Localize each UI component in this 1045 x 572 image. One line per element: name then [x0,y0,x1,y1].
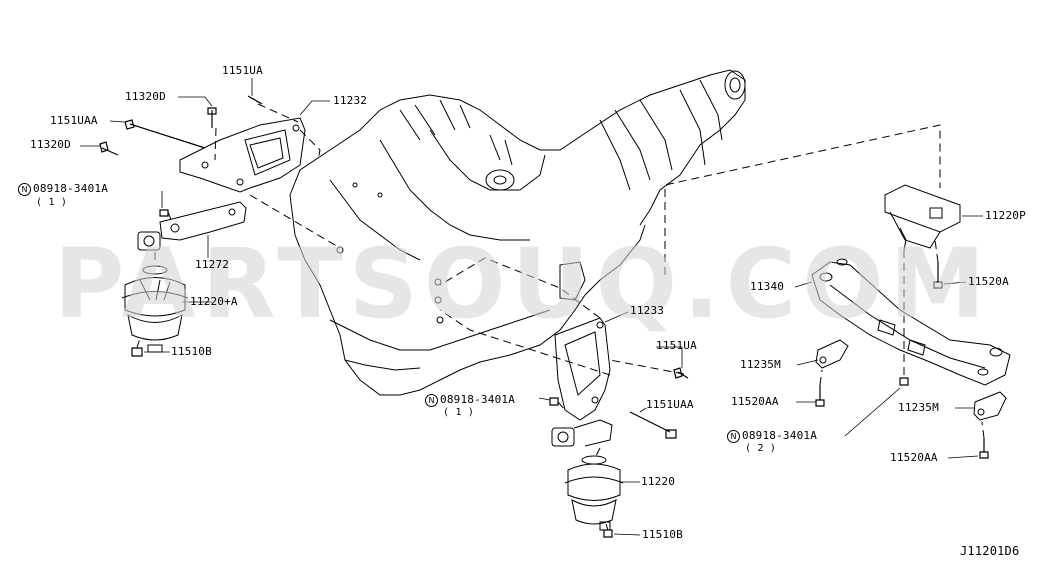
label-11520A: 11520A [968,275,1009,288]
label-08918-3401A-a-qty: ( 1 ) [36,197,68,208]
bracket-11233 [551,317,613,447]
label-11232: 11232 [333,94,368,107]
label-1151UA-top: 1151UA [222,64,263,77]
figure-code: J11201D6 [960,544,1020,558]
crossmember-11340 [811,258,1011,386]
label-08918-3401A-c: 08918-3401A [742,429,818,442]
bracket-11272 [137,201,247,251]
label-11510B-b: 11510B [642,528,683,541]
bracket-11235M-pair [815,339,1007,421]
n-badge-c: N [727,430,740,443]
label-11520AA-a: 11520AA [731,395,779,408]
label-1151UAA-mid: 1151UAA [646,398,694,411]
label-11320D-b: 11320D [30,138,71,151]
engine-transmission-assembly [289,69,746,396]
label-11235M-a: 11235M [740,358,781,371]
fasteners [99,95,989,538]
label-08918-3401A-c-qty: ( 2 ) [745,443,777,454]
label-11235M-b: 11235M [898,401,939,414]
label-08918-3401A-a: 08918-3401A [33,182,109,195]
n-badge-a: N [18,183,31,196]
leader-lines [80,78,983,536]
engine-mount-right [564,455,624,531]
label-11520AA-b: 11520AA [890,451,938,464]
label-11220: 11220 [641,475,676,488]
engine-mount-left [121,265,189,353]
label-11340: 11340 [750,280,785,293]
bracket-11232 [179,117,306,193]
rear-mount-11220P [884,184,961,251]
n-badge-b: N [425,394,438,407]
label-11320D-a: 11320D [125,90,166,103]
label-11220P: 11220P [985,209,1026,222]
label-11272: 11272 [195,258,230,271]
label-11220-plus-A: 11220+A [190,295,238,308]
label-11233: 11233 [630,304,665,317]
label-08918-3401A-b-qty: ( 1 ) [443,407,475,418]
label-08918-3401A-b: 08918-3401A [440,393,516,406]
label-1151UAA-top: 1151UAA [50,114,98,127]
label-1151UA-mid: 1151UA [656,339,697,352]
alignment-lines [136,103,985,531]
label-11510B-a: 11510B [171,345,212,358]
